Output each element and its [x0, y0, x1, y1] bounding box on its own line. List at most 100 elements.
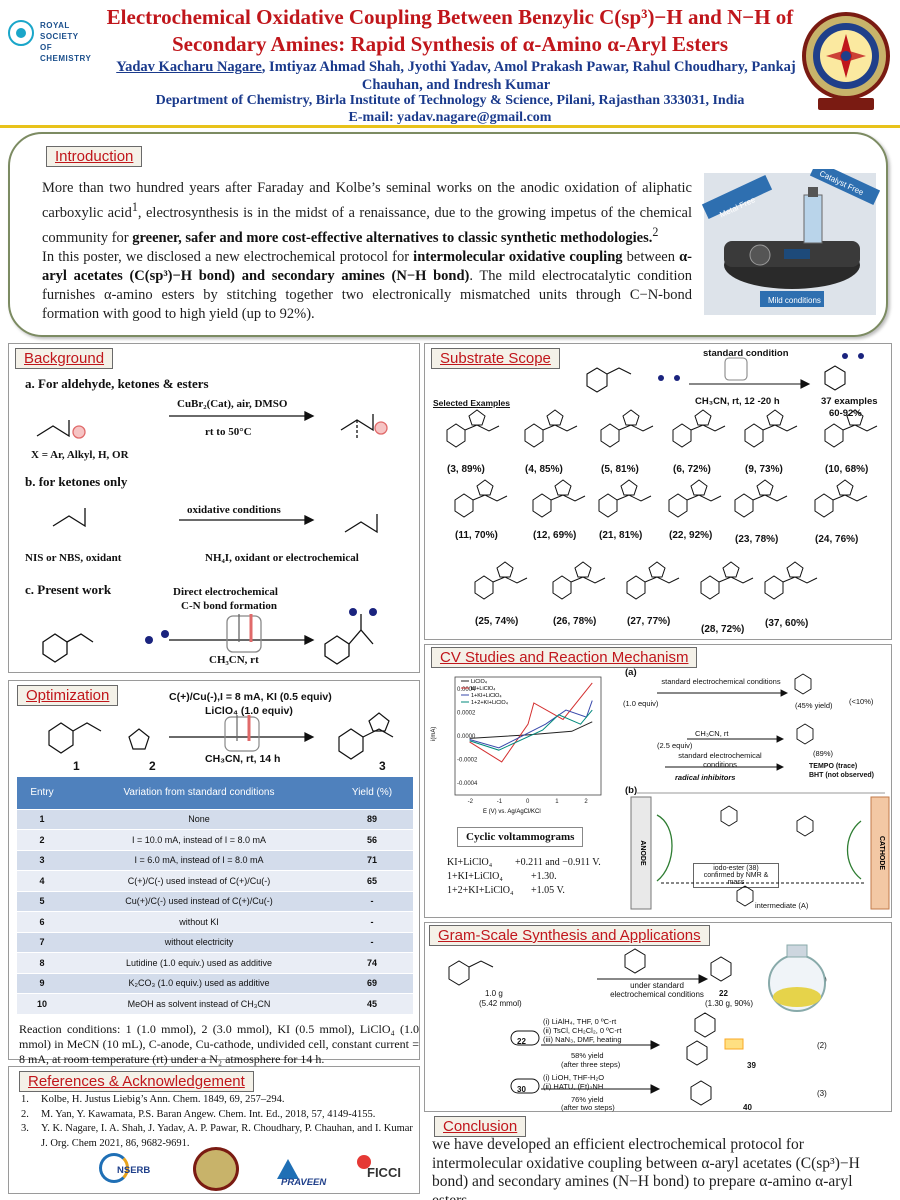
intro-paragraph-1: More than two hundred years after Farada…: [42, 180, 692, 246]
presenting-author: Yadav Kacharu Nagare: [116, 59, 262, 75]
cv-legend-label: KI+LiClO₄: [471, 686, 496, 692]
ester-chain-icon: [550, 494, 586, 502]
cv-mechanism-panel: CV Studies and Reaction Mechanism 0.0004…: [424, 644, 892, 918]
praveen-logo: PRAVEEN: [277, 1159, 337, 1188]
author-list: Yadav Kacharu Nagare, Imtiyaz Ahmad Shah…: [100, 58, 812, 94]
reference-item: 3.Y. K. Nagare, I. A. Shah, J. Yadav, A.…: [21, 1123, 413, 1149]
table-header-row: Entry Variation from standard conditions…: [17, 777, 413, 809]
bits-small-seal-icon: [193, 1147, 239, 1191]
optimization-scheme-drawing: [48, 712, 394, 760]
ester-chain-icon: [472, 494, 508, 502]
compound-label: (22, 92%): [669, 530, 713, 541]
aryl-ring-icon: [672, 423, 692, 448]
compound-label: (10, 68%): [825, 464, 869, 475]
conclusion-panel: Conclusion we have developed an efficien…: [424, 1116, 892, 1200]
amine-ring-icon: [620, 479, 638, 496]
cv-potential-label: 1+2+KI+LiClO₄: [447, 885, 514, 896]
cv-potential-label: KI+LiClO₄: [447, 857, 493, 868]
ester-chain-icon: [690, 424, 726, 432]
scope-selected-examples: Selected Examples: [433, 398, 511, 408]
compound-label: (12, 69%): [533, 530, 577, 541]
iodo-ester-note: iodo-ester (38) confirmed by NMR & mass: [693, 863, 779, 888]
amine-ring-icon: [554, 479, 572, 496]
cv-y-tick-label: -0.0002: [457, 758, 478, 764]
cv-potential-value: +1.30.: [531, 871, 557, 882]
ester-chain-icon: [616, 494, 652, 502]
compound-label: (24, 76%): [815, 534, 859, 545]
cv-y-tick-label: 0.0000: [457, 734, 476, 740]
aryl-ring-icon: [700, 575, 720, 600]
step2-note: (after three steps): [561, 1060, 621, 1069]
gram-sm-amount: 1.0 g: [485, 989, 503, 998]
reaction-conditions-note: Reaction conditions: 1 (1.0 mmol), 2 (3.…: [19, 1022, 419, 1066]
conclusion-heading: Conclusion: [434, 1116, 527, 1137]
references-panel: References & Acknowledgement 1.Kolbe, H.…: [8, 1066, 420, 1194]
opt-compound-1-label: 1: [73, 759, 80, 773]
compound-label: (3, 89%): [447, 464, 485, 475]
cv-y-tick-label: 0.0004: [457, 687, 476, 693]
ester-chain-icon: [570, 576, 606, 584]
background-c-reagent-line1: Direct electrochemical: [173, 586, 278, 598]
mechanism-part-b-label: (b): [625, 785, 638, 796]
substrate-scope-heading: Substrate Scope: [431, 348, 560, 369]
background-c-title: c. Present work: [25, 582, 112, 597]
step2-product-number: 39: [747, 1061, 756, 1070]
cv-legend-label: LiClO₄: [471, 679, 488, 685]
conclusion-text: we have developed an efficient electroch…: [432, 1136, 860, 1200]
cathode-label: CATHODE: [878, 836, 885, 870]
cv-x-tick-label: 1: [555, 799, 559, 805]
optimization-panel: Optimization C(+)/Cu(-),I = 8 mA, KI (0.…: [8, 680, 420, 1066]
ester-chain-icon: [542, 424, 578, 432]
compound-label: (6, 72%): [673, 464, 711, 475]
ester-chain-icon: [618, 424, 654, 432]
anode-label: ANODE: [639, 840, 646, 866]
step3-yield: 76% yield: [571, 1095, 604, 1104]
equation-label: (3): [817, 1089, 827, 1098]
aryl-ring-icon: [598, 493, 618, 518]
amine-ring-icon: [496, 561, 514, 578]
aryl-ring-icon: [814, 493, 834, 518]
amine-ring-icon: [622, 409, 640, 426]
scope-example-count: 37 examples: [821, 396, 878, 407]
mech-i-conditions: standard electrochemical conditions: [661, 677, 781, 686]
ester-chain-icon: [686, 494, 722, 502]
cv-x-tick-label: 2: [584, 799, 588, 805]
compound-label: (5, 81%): [601, 464, 639, 475]
aryl-ring-icon: [552, 575, 572, 600]
gram-scale-panel: Gram-Scale Synthesis and Applications 1.…: [424, 922, 892, 1112]
column-header-entry: Entry: [17, 777, 67, 809]
background-panel: Background a. For aldehyde, ketones & es…: [8, 343, 420, 673]
contact-email: E-mail: yadav.nagare@gmail.com: [348, 110, 552, 125]
amine-ring-icon: [766, 409, 784, 426]
electrochemistry-device-image: Metal Free Catalyst Free Mild conditions: [701, 169, 880, 315]
aryl-ring-icon: [744, 423, 764, 448]
reference-list: 1.Kolbe, H. Justus Liebig’s Ann. Chem. 1…: [21, 1093, 413, 1151]
opt-condition-line2: LiClO₄ (1.0 equiv): [205, 705, 293, 717]
introduction-text: More than two hundred years after Farada…: [42, 179, 692, 324]
ester-chain-icon: [718, 576, 754, 584]
background-b-right-note: NH₄I, oxidant or electrochemical: [205, 552, 359, 564]
mech-iii-bht: BHT (not observed): [809, 772, 874, 779]
cv-potential-label: 1+KI+LiClO₄: [447, 871, 503, 882]
compound-label: (27, 77%): [627, 616, 671, 627]
compound-label: (23, 78%): [735, 534, 779, 545]
rsc-logo-line1: ROYAL SOCIETY: [40, 21, 79, 41]
mech-i-minor: (<10%): [849, 697, 874, 706]
amine-ring-icon: [574, 561, 592, 578]
reference-item: 2.M. Yan, Y. Kawamata, P.S. Baran Angew.…: [21, 1108, 376, 1120]
amine-ring-icon: [476, 479, 494, 496]
cv-mechanism-heading: CV Studies and Reaction Mechanism: [431, 647, 698, 668]
mech-iii-tempo: TEMPO (trace): [809, 763, 858, 770]
mech-i-equiv: (1.0 equiv): [623, 699, 659, 708]
ester-chain-icon: [644, 576, 680, 584]
step2-condition: (ii) TsCl, CH₂Cl₂, 0 ºC-rt: [543, 1026, 622, 1035]
cv-y-tick-label: 0.0002: [457, 710, 476, 716]
introduction-panel: Introduction More than two hundred years…: [8, 132, 888, 337]
column-header-yield: Yield (%): [331, 777, 413, 809]
